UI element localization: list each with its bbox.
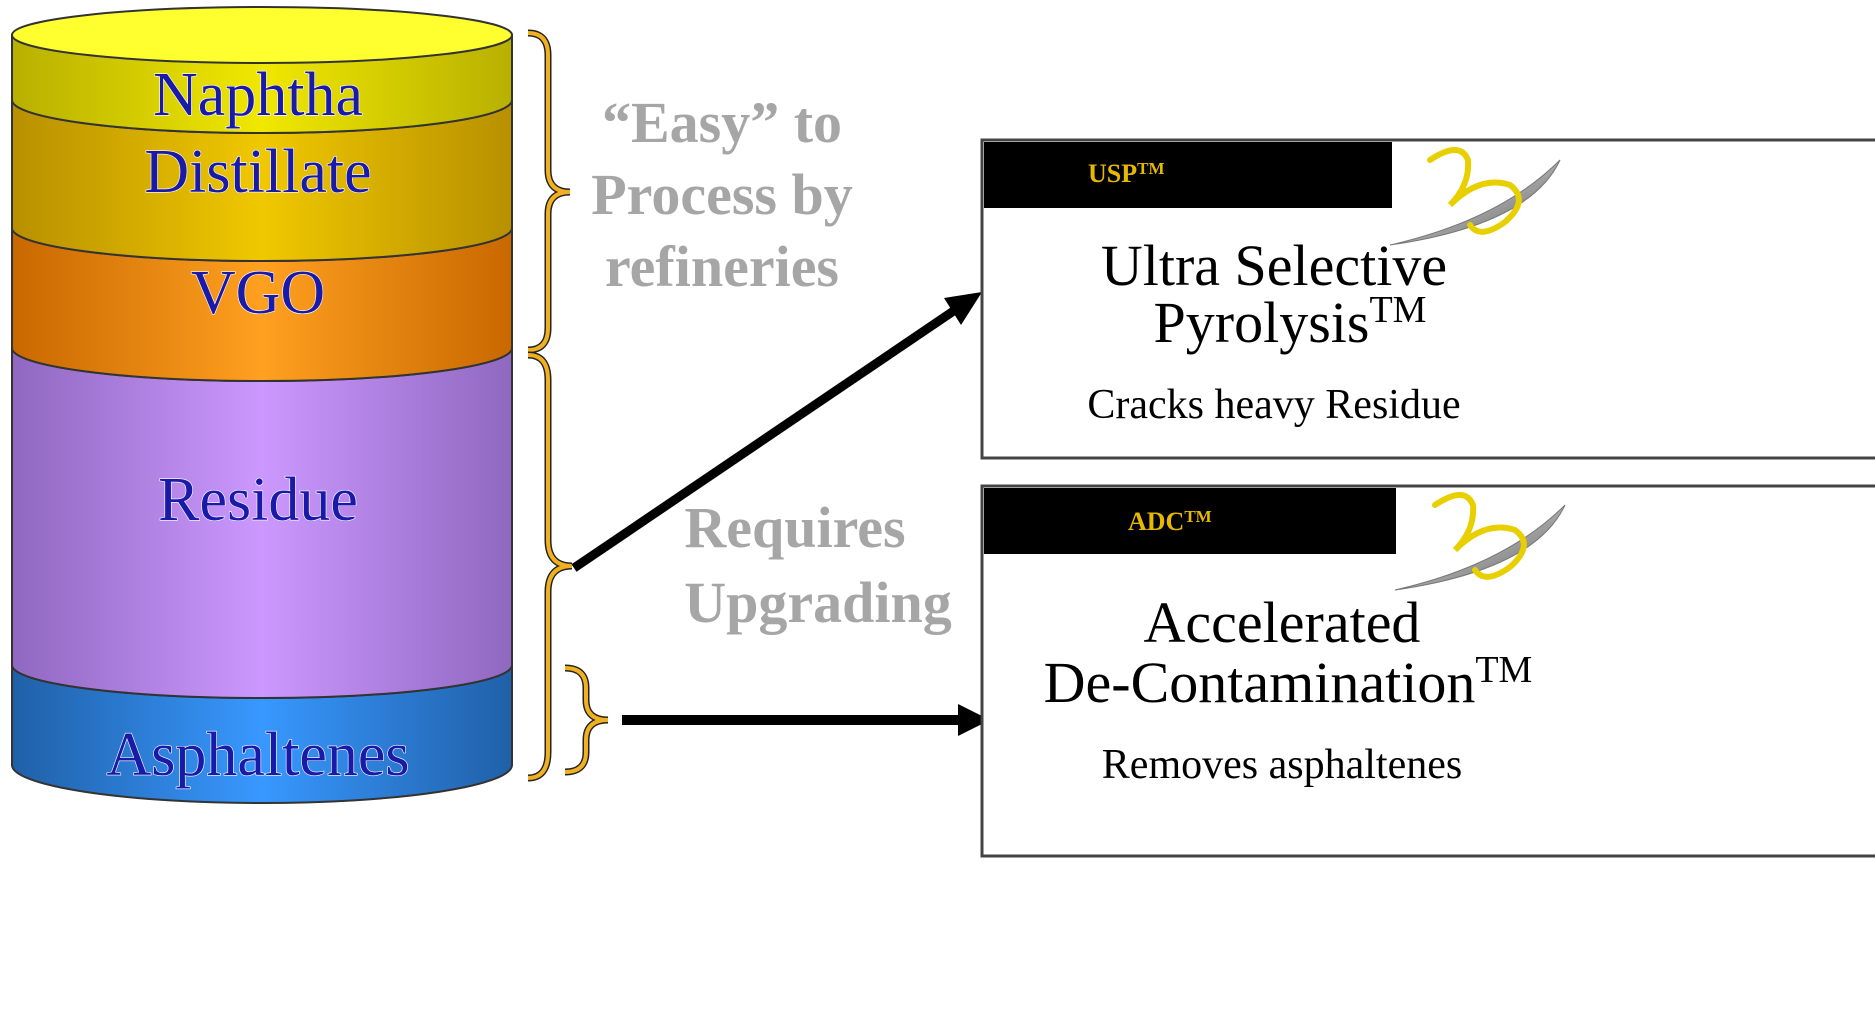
distillate-label: Distillate [144, 138, 371, 206]
company-logo-2 [1394, 492, 1566, 591]
easy-line-1: “Easy” to [602, 90, 842, 155]
usp-title: USPTM [1088, 159, 1165, 188]
company-logo [1389, 147, 1561, 246]
easy-to-process-text: “Easy” to Process by refineries [591, 90, 853, 299]
layer-naphtha [11, 6, 513, 134]
usp-main-tm: TM [1369, 289, 1426, 331]
requires-upgrading-text: Requires Upgrading [684, 495, 952, 635]
arrow-to-adc [622, 704, 990, 736]
residue-label: Residue [158, 466, 358, 534]
barrel: Naphtha Distillate VGO Residue Asphalten… [11, 6, 513, 804]
asphaltenes-label: Asphaltenes [106, 721, 409, 789]
braces [527, 29, 609, 782]
adc-main-line-1: Accelerated [1144, 590, 1421, 655]
naphtha-label: Naphtha [153, 61, 363, 129]
adc-title-tm: TM [1184, 507, 1211, 526]
usp-subtitle: Cracks heavy Residue [1087, 382, 1460, 428]
adc-box: ADCTM Accelerated De-ContaminationTM Rem… [980, 484, 1875, 858]
requires-line-1: Requires [684, 495, 905, 560]
usp-title-text: USP [1088, 159, 1137, 188]
usp-title-tm: TM [1137, 159, 1164, 178]
requires-line-2: Upgrading [684, 570, 952, 635]
adc-title: ADCTM [1128, 507, 1212, 536]
vgo-label: VGO [191, 259, 325, 327]
adc-subtitle: Removes asphaltenes [1102, 742, 1462, 788]
usp-main-line-2-text: Pyrolysis [1154, 290, 1370, 355]
usp-box: USPTM Ultra Selective PyrolysisTM Cracks… [980, 138, 1875, 460]
arrow-to-usp [571, 292, 982, 572]
usp-main-line-1: Ultra Selective [1101, 233, 1447, 298]
adc-main-tm: TM [1475, 649, 1532, 691]
adc-main-line-2-text: De-Contamination [1044, 650, 1476, 715]
usp-main-line-2: PyrolysisTM [1154, 289, 1427, 355]
easy-line-2: Process by [591, 162, 853, 227]
adc-main-line-2: De-ContaminationTM [1044, 649, 1533, 715]
easy-line-3: refineries [605, 234, 839, 299]
adc-title-text: ADC [1128, 507, 1184, 536]
